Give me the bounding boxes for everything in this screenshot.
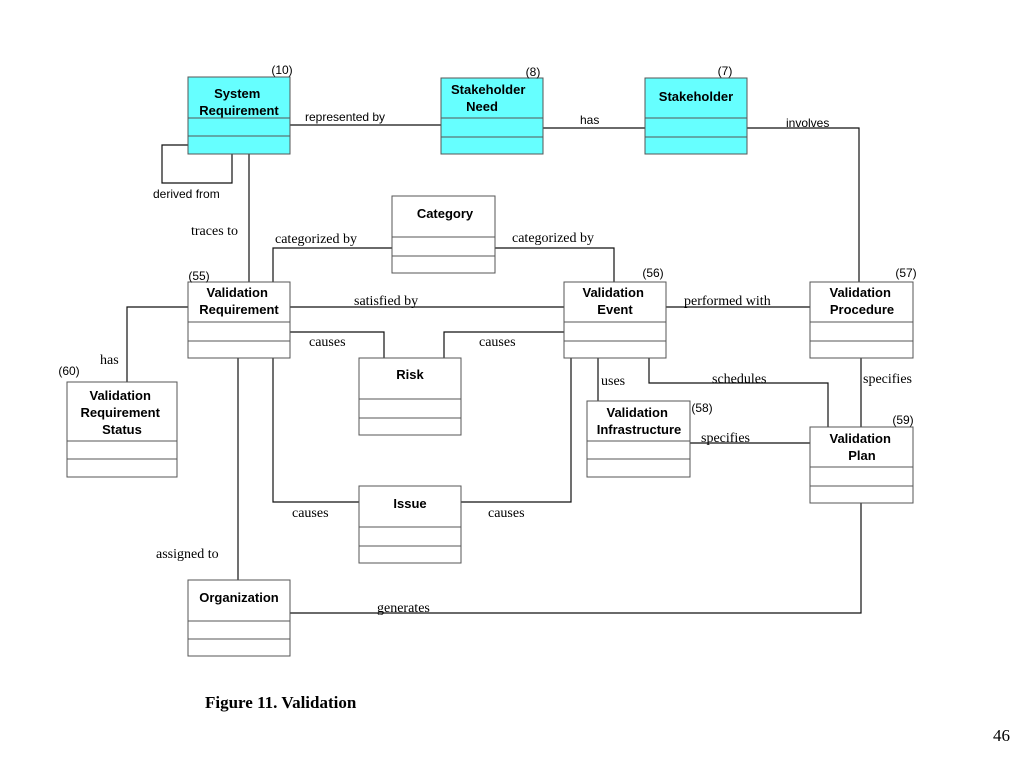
label-performed-with: performed with (684, 294, 771, 309)
category-box: Category (391, 195, 496, 274)
connector-has-status (126, 306, 188, 382)
validation-infrastructure-title: Validation Infrastructure (597, 405, 682, 437)
connector-causes-risk-left (290, 331, 385, 358)
relation-labels: represented by has involves derived from… (100, 110, 912, 616)
connector-causes-risk-right (443, 331, 564, 358)
issue-title: Issue (393, 496, 426, 511)
stakeholder-need-title: Stakeholder Need (451, 82, 529, 114)
label-causes-issue-left: causes (292, 506, 329, 521)
system-requirement-number: (10) (271, 63, 292, 77)
validation-event-number: (56) (642, 266, 663, 280)
label-satisfied-by: satisfied by (354, 294, 418, 309)
category-title: Category (417, 206, 474, 221)
validation-plan-title: Validation Plan (829, 431, 894, 463)
connector-causes-issue-right (461, 358, 572, 503)
organization-title: Organization (199, 590, 279, 605)
label-generates: generates (377, 601, 430, 616)
validation-event-title: Validation Event (582, 285, 647, 317)
validation-plan-box: Validation Plan (59) (809, 413, 914, 504)
label-causes-risk-left: causes (309, 335, 346, 350)
label-causes-risk-right: causes (479, 335, 516, 350)
validation-plan-number: (59) (892, 413, 913, 427)
label-represented-by: represented by (305, 110, 385, 124)
system-requirement-title: System Requirement (199, 86, 279, 118)
issue-box: Issue (358, 485, 462, 564)
label-assigned-to: assigned to (156, 547, 219, 562)
label-causes-issue-right: causes (488, 506, 525, 521)
connector-involves (747, 127, 860, 282)
page-number: 46 (993, 726, 1010, 745)
connector-generates (290, 503, 862, 614)
label-has-need: has (580, 113, 599, 127)
label-uses: uses (601, 374, 625, 389)
validation-infrastructure-number: (58) (691, 401, 712, 415)
connector-categorized-by-right (495, 247, 615, 282)
label-involves: involves (786, 116, 829, 130)
validation-infrastructure-box: Validation Infrastructure (58) (586, 400, 713, 478)
validation-procedure-title: Validation Procedure (829, 285, 894, 317)
connectors (126, 124, 862, 614)
stakeholder-title: Stakeholder (659, 89, 733, 104)
label-categorized-by-left: categorized by (275, 232, 357, 247)
validation-requirement-title: Validation Requirement (199, 285, 279, 317)
risk-box: Risk (358, 357, 462, 436)
validation-requirement-status-title: Validation Requirement Status (80, 388, 163, 437)
label-schedules: schedules (712, 372, 766, 387)
label-derived-from: derived from (153, 187, 220, 201)
system-requirement-box: System Requirement (10) (187, 63, 293, 155)
label-categorized-by-right: categorized by (512, 231, 594, 246)
stakeholder-number: (7) (718, 64, 733, 78)
validation-requirement-number: (55) (188, 269, 209, 283)
stakeholder-box: Stakeholder (7) (644, 64, 748, 155)
stakeholder-need-box: Stakeholder Need (8) (440, 65, 544, 155)
connector-categorized-by-left (272, 247, 392, 282)
validation-requirement-status-number: (60) (58, 364, 79, 378)
label-specifies-procedure: specifies (863, 372, 912, 387)
connector-causes-issue-left (272, 358, 359, 503)
validation-procedure-number: (57) (895, 266, 916, 280)
validation-procedure-box: Validation Procedure (57) (809, 266, 917, 359)
label-specifies-plan: specifies (701, 431, 750, 446)
validation-requirement-status-box: Validation Requirement Status (60) (58, 364, 178, 478)
validation-event-box: Validation Event (56) (563, 266, 667, 359)
risk-title: Risk (396, 367, 424, 382)
label-traces-to: traces to (191, 224, 238, 239)
validation-requirement-box: Validation Requirement (55) (187, 269, 291, 359)
label-has-status: has (100, 353, 119, 368)
organization-box: Organization (187, 579, 291, 657)
figure-caption: Figure 11. Validation (205, 693, 357, 712)
stakeholder-need-number: (8) (526, 65, 541, 79)
connector-schedules (648, 358, 829, 427)
connector-derived-from (161, 144, 233, 184)
